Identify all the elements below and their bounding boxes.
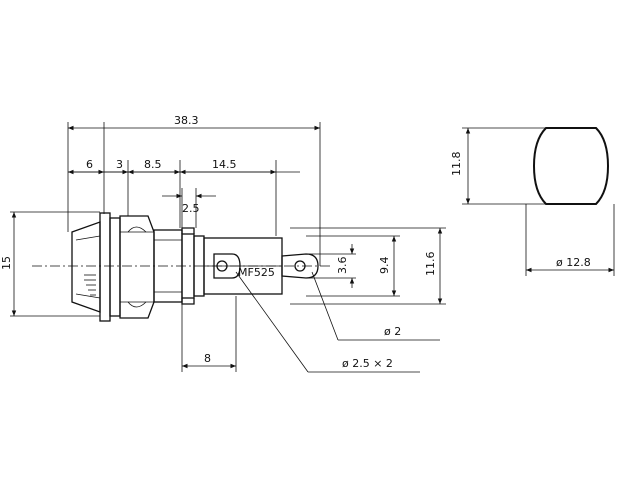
- end-dia-label: ø 12.8: [556, 256, 591, 269]
- fuse-cap: [71, 221, 101, 313]
- side-view: MF525: [32, 212, 330, 322]
- dim-2-5: 2.5: [162, 188, 216, 228]
- leader-dia-2-label: ø 2: [384, 325, 401, 338]
- dim-3-label: 3: [116, 158, 123, 171]
- dim-overall-length-label: 38.3: [174, 114, 199, 127]
- dim-9-4-label: 9.4: [378, 257, 391, 275]
- holder-flange: [99, 212, 121, 322]
- leader-dia-2-5x2: ø 2.5 × 2: [235, 271, 420, 373]
- part-marking: MF525: [238, 266, 275, 279]
- dim-2-5-label: 2.5: [182, 202, 200, 215]
- dim-6-label: 6: [86, 158, 93, 171]
- dim-14-5-label: 14.5: [212, 158, 237, 171]
- leader-dia-2: ø 2: [311, 271, 440, 341]
- dim-chain: 6 3 8.5 14.5: [68, 158, 300, 175]
- dim-3-6-label: 3.6: [336, 257, 349, 275]
- dim-11-6: 11.6: [424, 228, 443, 304]
- dim-left-height: 15: [0, 212, 17, 316]
- dim-8-5-label: 8.5: [144, 158, 162, 171]
- hex-nut: [119, 215, 155, 319]
- leader-dia-2-5x2-label: ø 2.5 × 2: [342, 357, 393, 370]
- end-height-label: 11.8: [450, 152, 463, 177]
- dim-left-height-label: 15: [0, 256, 13, 270]
- dim-overall-length: 38.3: [68, 114, 320, 131]
- dim-8: 8: [182, 352, 236, 369]
- dim-3-6: 3.6: [336, 244, 355, 288]
- extension-lines: [10, 122, 446, 372]
- end-view: 11.8 ø 12.8: [450, 127, 615, 276]
- dim-11-6-label: 11.6: [424, 252, 437, 277]
- dim-9-4: 9.4: [378, 236, 397, 296]
- dim-8-label: 8: [204, 352, 211, 365]
